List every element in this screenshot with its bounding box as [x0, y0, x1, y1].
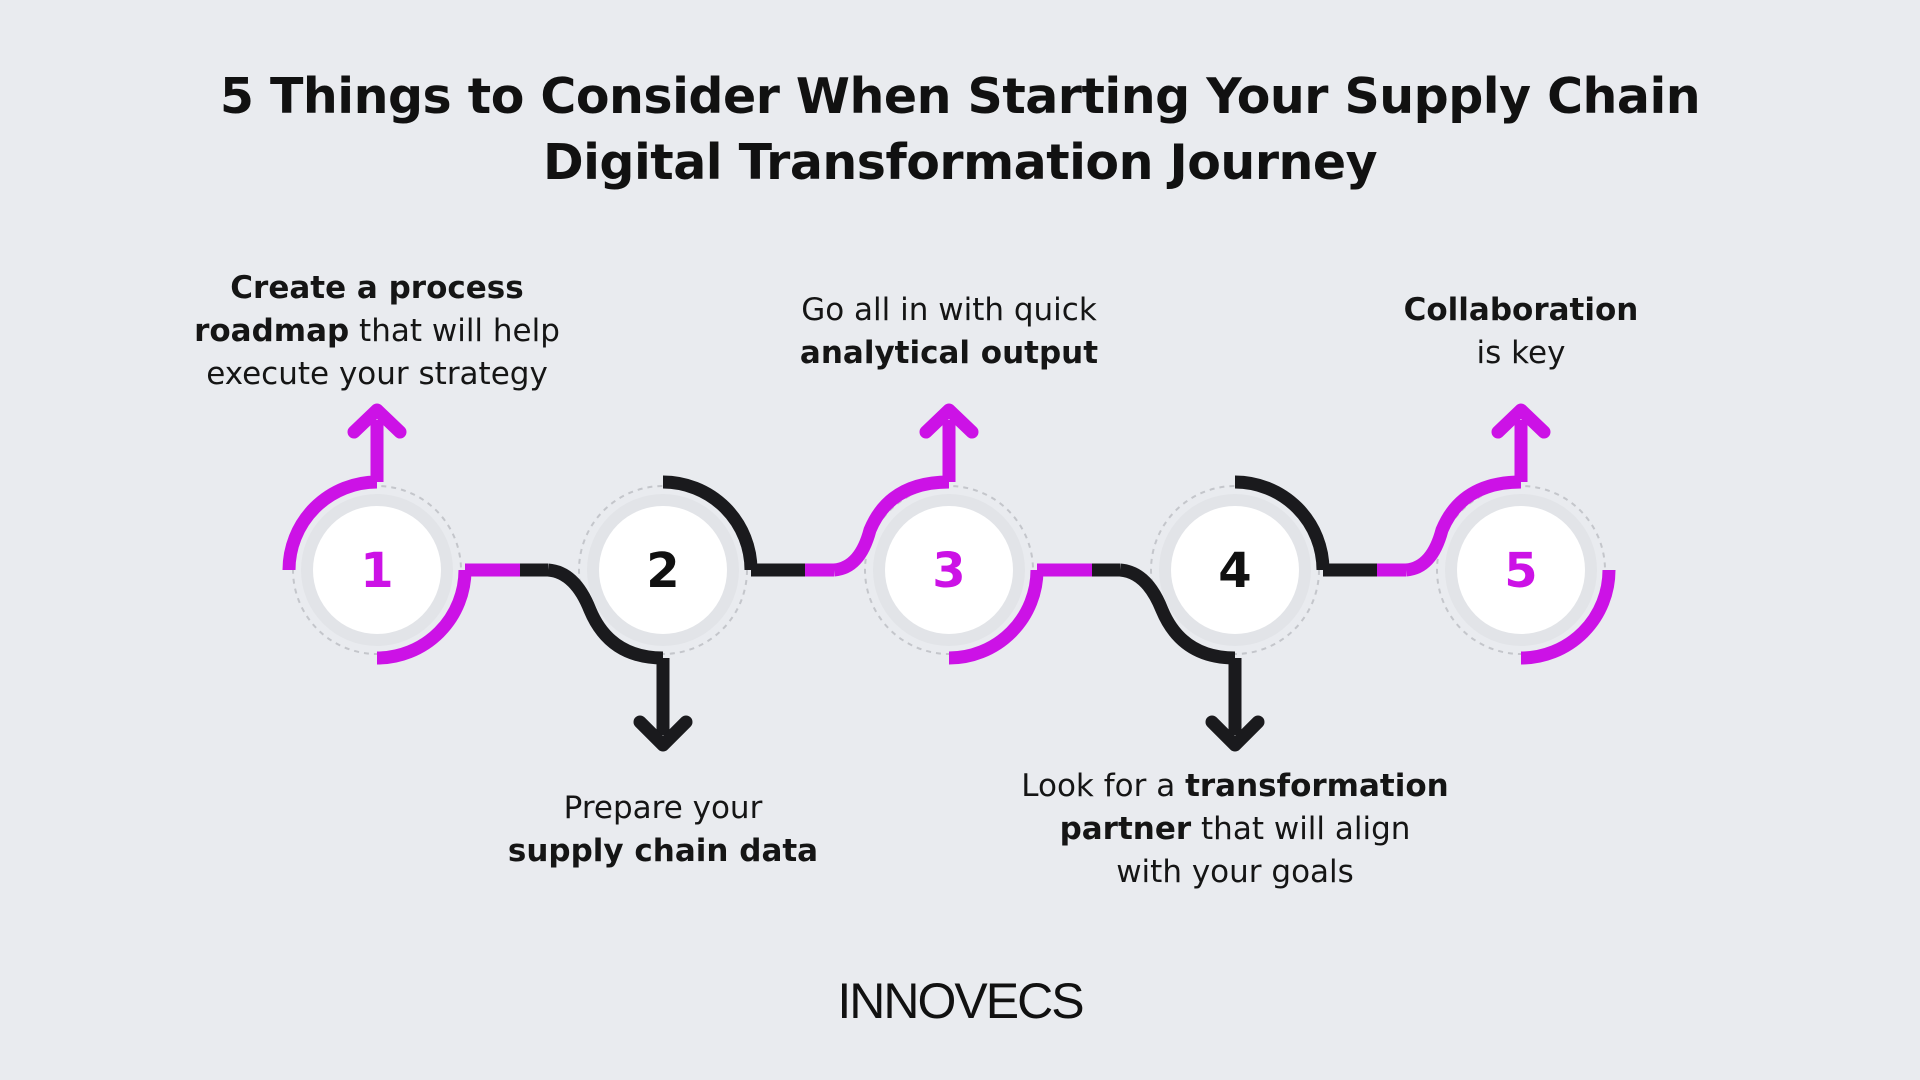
step-5-text: Collaboration is key — [1321, 289, 1721, 375]
step-1-text-line-1: Create a process — [177, 267, 577, 310]
step-1-arc — [282, 475, 378, 571]
page-title: 5 Things to Consider When Starting Your … — [160, 64, 1760, 196]
step-1-text: Create a process roadmap that will help … — [177, 267, 577, 396]
step-1-bottom-arc — [376, 569, 472, 665]
brand-logo: INNOVECS — [837, 973, 1084, 1029]
step-3-number: 3 — [932, 543, 965, 599]
step-1-arrow-head — [347, 403, 407, 439]
connector-paths — [282, 403, 1616, 752]
step-3-arrow-head — [919, 403, 979, 439]
step-3-circle — [885, 506, 1013, 634]
step-4-bold-1: transformation — [1185, 768, 1449, 804]
step-numbers: 1 2 3 4 5 — [360, 543, 1537, 599]
step-1-rest-2: that will help — [349, 313, 560, 349]
step-2-text-line-1: Prepare your — [463, 787, 863, 830]
step-2-number: 2 — [646, 543, 679, 599]
step-3-top-arc — [832, 475, 950, 577]
step-2-rest-1: Prepare your — [563, 790, 763, 826]
step-4-bottom-arc — [1119, 563, 1236, 665]
title-line-1: 5 Things to Consider When Starting Your … — [219, 68, 1701, 125]
step-2-text: Prepare your supply chain data — [463, 787, 863, 873]
step-4-text-line-3: with your goals — [1005, 851, 1465, 894]
step-4-rest-3: with your goals — [1116, 854, 1354, 890]
step-1-text-line-3: execute your strategy — [177, 353, 577, 396]
step-4-text-line-2: partner that will align — [1005, 808, 1465, 851]
step-1-text-line-2: roadmap that will help — [177, 310, 577, 353]
step-3-bold-2: analytical output — [799, 335, 1099, 371]
step-2-top-arc — [662, 475, 758, 571]
number-circles — [313, 506, 1585, 634]
step-2-bottom-arc — [547, 563, 664, 665]
step-3-text: Go all in with quick analytical output — [749, 289, 1149, 375]
step-2-text-line-2: supply chain data — [463, 830, 863, 873]
step-5-end-arc — [1520, 569, 1616, 665]
step-2-bold-2: supply chain data — [507, 833, 819, 869]
step-4-text: Look for a transformation partner that w… — [1005, 765, 1465, 894]
step-1-bold-2: roadmap — [194, 313, 350, 349]
step-3-text-line-1: Go all in with quick — [749, 289, 1149, 332]
step-5-top-arc — [1404, 475, 1522, 577]
step-1-circle — [313, 506, 441, 634]
step-5-arrow-head — [1491, 403, 1551, 439]
step-1-bold-1: Create a process — [230, 270, 524, 306]
step-5-bold-1: Collaboration — [1403, 292, 1639, 328]
step-1-rest-3: execute your strategy — [206, 356, 548, 392]
step-5-circle — [1457, 506, 1585, 634]
step-4-bold-2: partner — [1059, 811, 1192, 847]
step-4-rest-2: that will align — [1191, 811, 1411, 847]
step-4-text-line-1: Look for a transformation — [1005, 765, 1465, 808]
step-3-rest-1: Go all in with quick — [801, 292, 1097, 328]
step-5-number: 5 — [1504, 543, 1537, 599]
step-3-text-line-2: analytical output — [749, 332, 1149, 375]
step-4-circle — [1171, 506, 1299, 634]
step-4-pre-1: Look for a — [1021, 768, 1186, 804]
step-2-arrow-head — [633, 715, 693, 752]
title-line-2: Digital Transformation Journey — [542, 134, 1378, 191]
step-5-rest-2: is key — [1476, 335, 1566, 371]
step-4-top-arc — [1234, 475, 1330, 571]
step-3-bottom-arc — [948, 569, 1044, 665]
step-4-number: 4 — [1218, 543, 1251, 599]
step-1-number: 1 — [360, 543, 393, 599]
step-4-arrow-head — [1205, 715, 1265, 752]
step-5-text-line-1: Collaboration — [1321, 289, 1721, 332]
step-2-circle — [599, 506, 727, 634]
step-5-text-line-2: is key — [1321, 332, 1721, 375]
